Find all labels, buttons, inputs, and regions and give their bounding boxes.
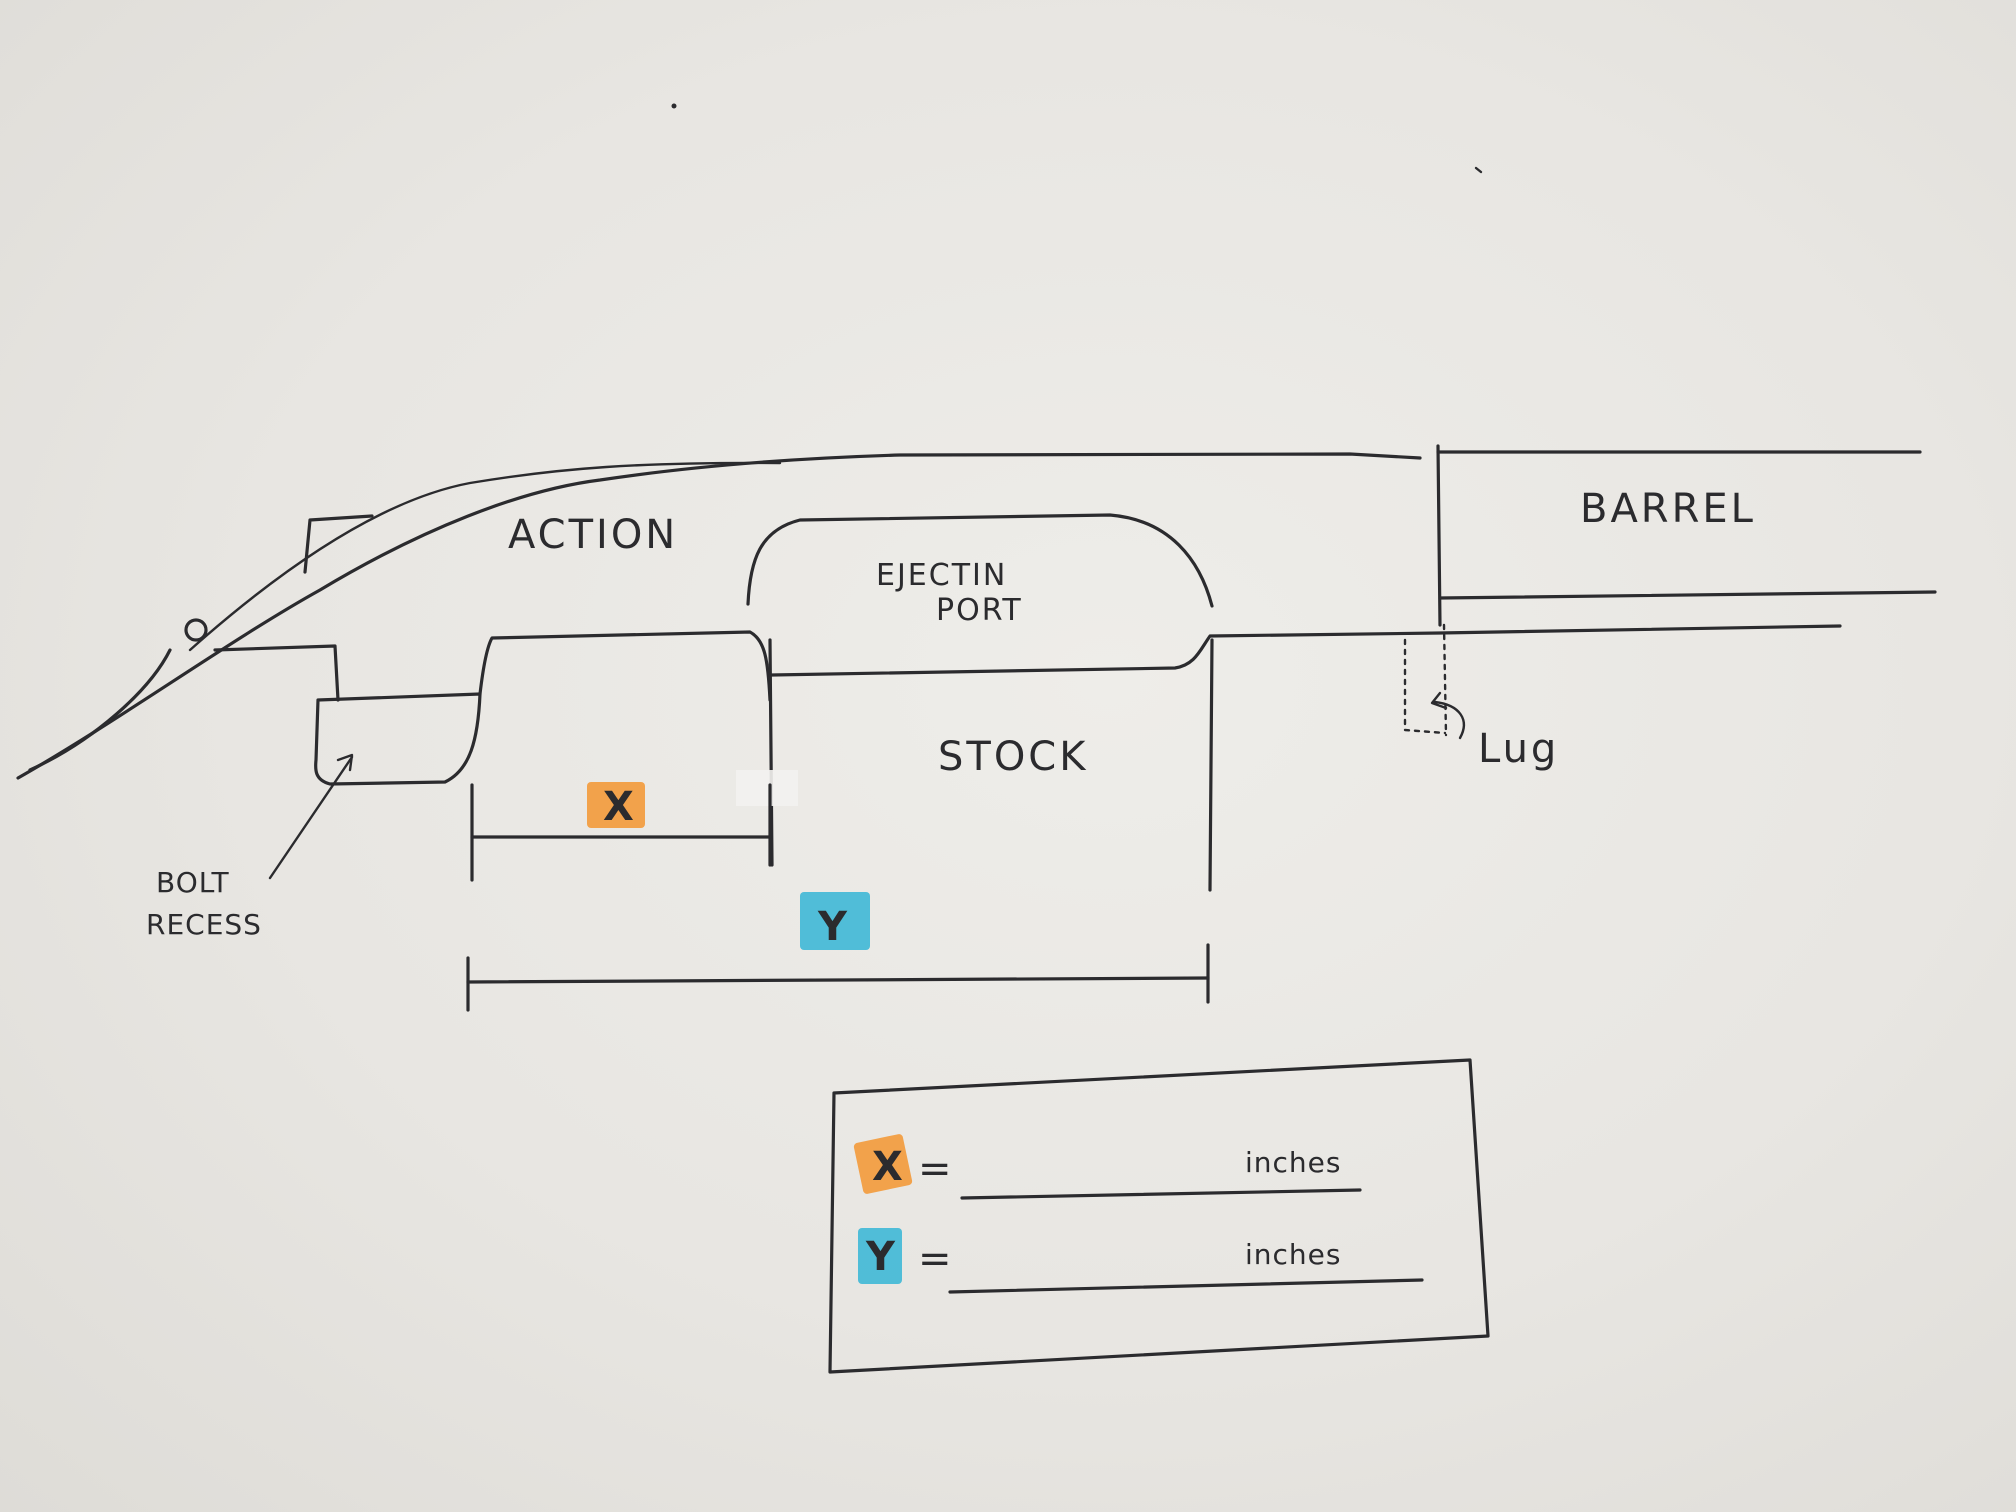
- bolt-recess-top: [213, 644, 340, 702]
- answer-x-letter: X: [872, 1144, 903, 1190]
- action-barrel-divider: [1436, 444, 1442, 627]
- action-label: ACTION: [508, 512, 678, 558]
- port-right-wall: [1208, 638, 1214, 892]
- lug-label: Lug: [1478, 726, 1559, 772]
- port-left-wall: [768, 638, 774, 867]
- bolt-knob: [184, 618, 208, 642]
- action-top-edge: [16, 452, 1422, 780]
- stray-mark: [1474, 166, 1483, 174]
- bolt-recess-box: [314, 692, 482, 786]
- answer-x-highlight: [853, 1134, 913, 1194]
- answer-x-unit: inches: [1245, 1146, 1341, 1179]
- dimension-x: X: [470, 782, 772, 882]
- stray-dot: [671, 103, 677, 109]
- lug-outline-right: [1442, 623, 1448, 737]
- stock-lower-line: [28, 648, 172, 772]
- tape-patch: [736, 770, 798, 806]
- ejection-port-label-line2: PORT: [936, 593, 1023, 628]
- answer-y-unit: inches: [1245, 1238, 1341, 1271]
- dim-y-line: [466, 976, 1210, 984]
- answer-box-border: [828, 1058, 1490, 1374]
- lug-arrow-head: [1430, 691, 1448, 710]
- bolt-recess-pointer-head: [336, 753, 354, 772]
- answer-x-blank[interactable]: [960, 1188, 1362, 1200]
- x-letter: X: [603, 784, 634, 830]
- magazine-block: [478, 630, 772, 702]
- answer-box: X = inches Y = inches: [828, 1058, 1490, 1374]
- dimension-y: Y: [466, 892, 1210, 1012]
- bolt-recess-label-line1: BOLT: [156, 866, 230, 899]
- answer-y-highlight: [858, 1228, 902, 1284]
- answer-y-equals: =: [918, 1236, 955, 1282]
- bolt-recess-pointer: [268, 755, 354, 880]
- barrel-bottom-edge: [1438, 590, 1937, 600]
- action-top-edge-sketch: [188, 461, 782, 652]
- answer-y-letter: Y: [865, 1234, 896, 1280]
- stock-label: STOCK: [938, 734, 1088, 780]
- lug-outline: [1403, 638, 1447, 735]
- bolt-recess-label-line2: RECESS: [146, 908, 262, 941]
- ejection-port-outline: [746, 513, 1214, 608]
- barrel-label: BARREL: [1580, 486, 1756, 532]
- rifle-outline: [16, 444, 1937, 892]
- answer-x-equals: =: [918, 1146, 955, 1192]
- lug-arrow: [1433, 700, 1466, 740]
- answer-y-blank[interactable]: [948, 1278, 1424, 1294]
- rear-sight: [303, 514, 374, 574]
- y-letter: Y: [817, 904, 848, 950]
- x-highlight: [587, 782, 645, 828]
- ejection-port-label-line1: EJECTIN: [876, 558, 1007, 593]
- y-highlight: [800, 892, 870, 950]
- stock-top-edge: [770, 624, 1842, 677]
